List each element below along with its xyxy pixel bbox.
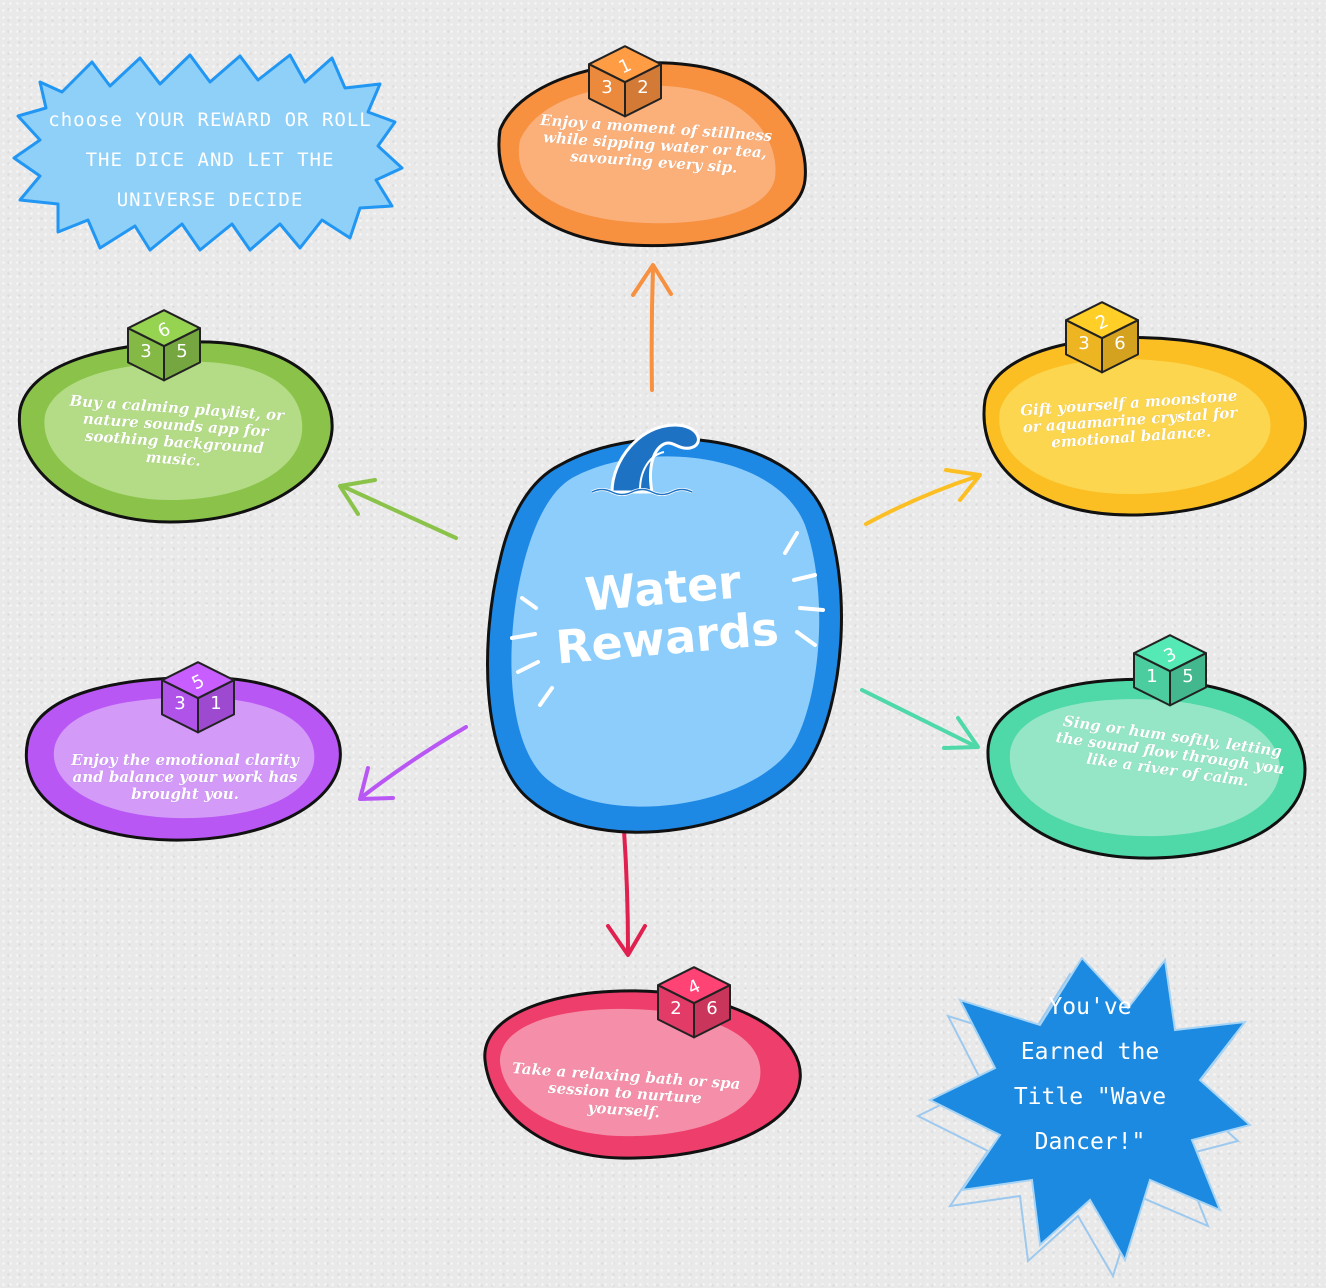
die-number-left: 3 <box>601 77 612 98</box>
arrow-to-orange <box>631 263 673 392</box>
die-number-left: 3 <box>1078 333 1089 354</box>
die-number-left: 3 <box>174 693 185 714</box>
badge-text: You've Earned the Title "Wave Dancer!" <box>1013 994 1167 1155</box>
die-number-left: 1 <box>1146 666 1157 687</box>
shine-marks <box>510 531 825 707</box>
center-title: Water Rewards <box>541 553 789 674</box>
die-number-right: 6 <box>1114 333 1125 354</box>
die-number-right: 1 <box>210 693 221 714</box>
die-number-left: 2 <box>670 998 681 1019</box>
instruction-text: choose YOUR REWARD OR ROLL THE DICE AND … <box>48 109 372 211</box>
die-number-right: 6 <box>706 998 717 1019</box>
reward-blob-purple[interactable] <box>24 676 342 842</box>
arrow-to-pink <box>606 828 647 957</box>
arrow-to-teal <box>860 688 980 750</box>
arrow-to-yellow <box>864 468 982 526</box>
reward-text-purple: Enjoy the emotional clarity and balance … <box>71 751 299 803</box>
die-number-right: 2 <box>637 77 648 98</box>
die-right-face <box>163 327 201 382</box>
instruction-burst <box>12 53 404 252</box>
reward-blob-green[interactable] <box>17 340 334 524</box>
arrow-to-green <box>338 478 458 540</box>
die-right-face <box>1169 652 1207 707</box>
die-right-face <box>693 984 731 1039</box>
reward-blob-orange[interactable] <box>497 61 807 248</box>
die-right-face <box>197 679 235 734</box>
die-number-right: 5 <box>1182 666 1193 687</box>
arrow-to-purple <box>358 725 468 801</box>
arrows <box>338 263 982 957</box>
center-blob <box>486 437 843 834</box>
badge-burst <box>915 956 1253 1279</box>
die-right-face <box>1101 319 1139 374</box>
reward-blob-teal[interactable] <box>986 677 1307 860</box>
wave-icon <box>591 423 700 496</box>
die-number-left: 3 <box>140 341 151 362</box>
reward-blob-pink[interactable] <box>483 989 802 1160</box>
die-number-right: 5 <box>176 341 187 362</box>
die-right-face <box>624 63 662 118</box>
